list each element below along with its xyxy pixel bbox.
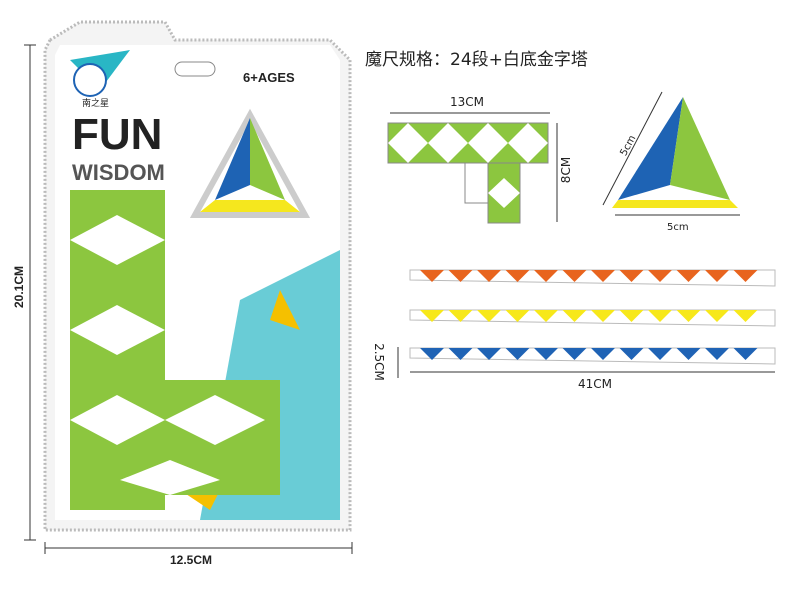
strip-segment [562, 310, 587, 322]
brand-logo [73, 63, 107, 97]
strip-segment [505, 270, 530, 282]
strip-segment [676, 310, 701, 322]
strip-segment [648, 348, 672, 360]
strip-segment [562, 348, 587, 360]
strip-length-label: 41CM [578, 377, 613, 391]
strip-segment [705, 310, 729, 322]
strip-segment [619, 348, 644, 360]
strip-segment [619, 310, 644, 322]
strip-segment [477, 270, 501, 282]
strip-thickness-label: 2.5CM [371, 343, 386, 381]
subheadline: WISDOM [72, 160, 165, 185]
strip-segment [477, 310, 501, 322]
strip-segment [448, 270, 473, 282]
strip-segment [733, 310, 758, 322]
strip-segment [591, 348, 615, 360]
snake-strips [409, 269, 776, 365]
strip-segment [591, 310, 615, 322]
strip-segment [505, 310, 530, 322]
snake-width-label: 13CM [450, 95, 485, 109]
package-height-label: 20.1CM [12, 265, 27, 309]
strip-segment [420, 310, 444, 322]
strip-segment [420, 270, 444, 282]
strip-segment [705, 270, 729, 282]
blister-package [43, 20, 352, 532]
strip-segment [505, 348, 530, 360]
strip-segment [705, 348, 729, 360]
package-width-label: 12.5CM [170, 553, 213, 567]
strip-segment [619, 270, 644, 282]
snake-height-label: 8CM [559, 156, 574, 184]
strip-segment [534, 270, 558, 282]
brand-logo-text: 南之星 [82, 98, 110, 108]
strip-segment [648, 270, 672, 282]
strip-segment [676, 270, 701, 282]
strip-segment [534, 348, 558, 360]
strip-segment [733, 348, 758, 360]
age-label: 6+AGES [243, 70, 295, 85]
strip-segment [448, 310, 473, 322]
strip-segment [733, 270, 758, 282]
strip-segment [562, 270, 587, 282]
spec-title: 魔尺规格：24段+白底金字塔 [365, 50, 588, 70]
pyramid-base-label: 5cm [667, 222, 689, 233]
strip-segment [648, 310, 672, 322]
strip-segment [448, 348, 473, 360]
strip-segment [676, 348, 701, 360]
headline: FUN [72, 110, 163, 159]
strip-segment [477, 348, 501, 360]
strip-segment [420, 348, 444, 360]
strip-segment [534, 310, 558, 322]
strip-segment [591, 270, 615, 282]
